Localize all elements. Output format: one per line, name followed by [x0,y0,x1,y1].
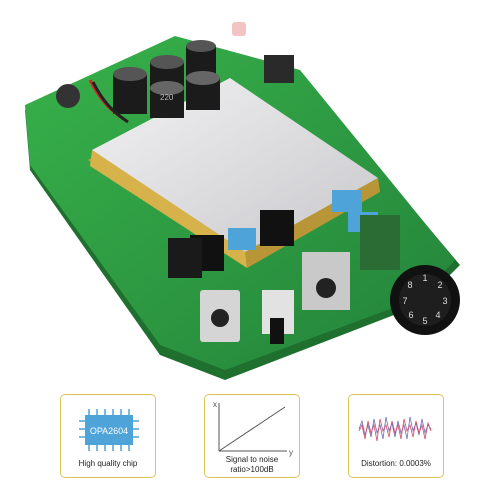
led-indicator [232,22,246,36]
knob-number: 7 [402,296,407,306]
knob-number: 3 [442,296,447,306]
distortion-caption: Distortion: 0.0003% [361,459,431,468]
chip-caption: High quality chip [78,459,138,468]
knob-number: 4 [435,310,440,320]
knob-number: 8 [407,280,412,290]
chip-icon: OPA2604 [79,409,139,451]
snr-caption-line2: ratio>100dB [230,465,274,474]
capacitors: 220 [113,40,220,118]
snr-caption-line1: Signal to noise [225,455,279,464]
inductor [56,84,80,108]
product-photo: 220 1 2 3 4 5 6 7 8 [25,22,460,380]
capacitor-text: 220 [160,93,174,102]
waveform-icon [358,416,433,442]
feature-card-chip: OPA2604 High quality chip [60,394,156,478]
axis-x-label: x [213,400,217,409]
audio-jacks [168,238,350,344]
knob-number: 5 [422,316,427,326]
snr-graph-icon: x y [213,400,293,457]
knob-number: 2 [437,280,442,290]
knob-number: 6 [408,310,413,320]
chip-label: OPA2604 [90,426,128,436]
feature-card-distortion: Distortion: 0.0003% [348,394,444,478]
volume-knob: 1 2 3 4 5 6 7 8 [360,215,460,335]
knob-number: 1 [422,273,427,283]
black-wire [91,81,129,124]
axis-y-label: y [289,448,293,457]
regulator-chip [264,55,294,83]
feature-card-snr: x y Signal to noise ratio>100dB [204,394,300,478]
